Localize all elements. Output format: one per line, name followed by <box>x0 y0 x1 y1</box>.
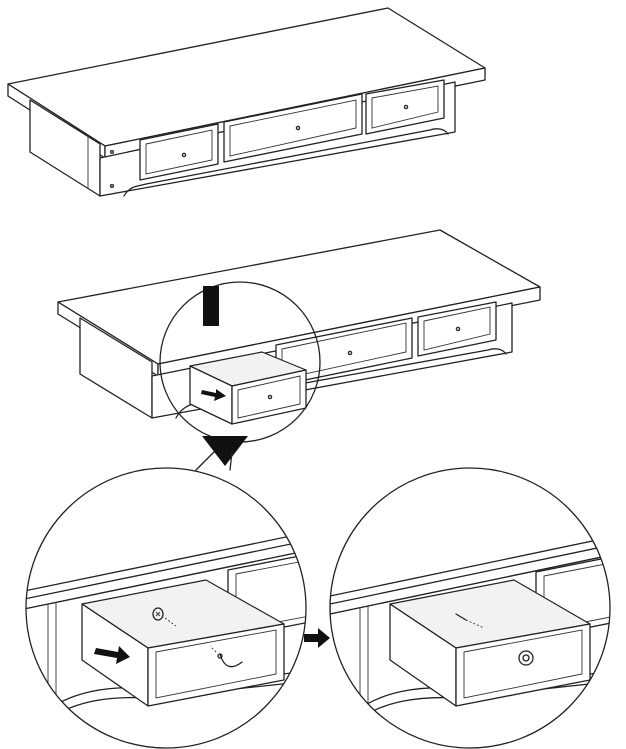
cabinet-drawer-open-view <box>57 229 541 471</box>
pull-arrow-icon <box>201 389 226 401</box>
cabinet-top-view <box>7 7 486 197</box>
knob-icon <box>518 650 534 666</box>
indicator-bar-icon <box>203 286 219 326</box>
next-step-arrow-icon <box>304 628 330 648</box>
screw-icon <box>152 607 164 621</box>
drawer-front-detail <box>147 623 285 707</box>
drawer-middle <box>223 93 363 163</box>
down-arrow-icon <box>202 436 248 466</box>
detail-handle-attach <box>25 467 307 749</box>
push-arrow-icon <box>94 646 130 664</box>
drawer-left <box>139 123 219 181</box>
screw-inside-icon <box>455 613 467 621</box>
detail-knob-installed <box>329 467 611 749</box>
